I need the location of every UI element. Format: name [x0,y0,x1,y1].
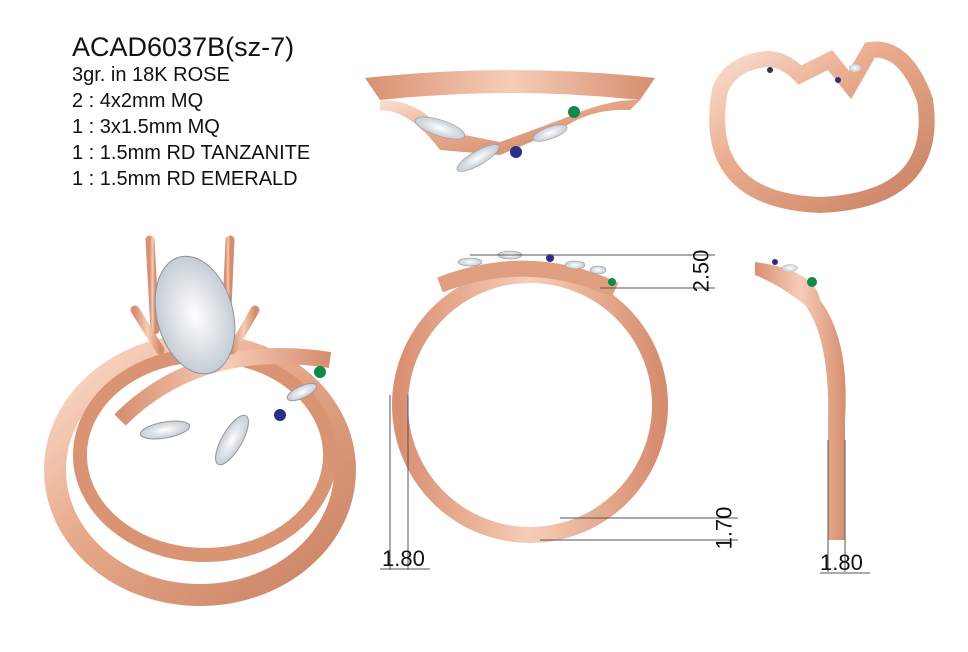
marquise-diamond [414,116,466,140]
marquise-diamond [532,124,568,142]
stone-spec: 1 : 1.5mm RD EMERALD [72,168,298,190]
stone-spec: 1 : 1.5mm RD TANZANITE [72,142,311,164]
stone-spec: 1 : 3x1.5mm MQ [72,116,220,138]
dimension-bottom-height: 1.70 [711,506,737,550]
spec-block: ACAD6037B(sz-7) 3gr. in 18K ROSE 2 : 4x2… [72,34,310,195]
dimension-front-width: 1.80 [382,546,425,571]
product-code: ACAD6037B(sz-7) [72,32,295,62]
band-top-view [365,70,655,172]
ring-front-view [392,250,668,543]
band-perspective-view [709,41,935,214]
dimension-lines [380,254,870,574]
ring-side-view [755,259,846,540]
stone-spec: 2 : 4x2mm MQ [72,90,204,112]
emerald-stone [568,106,580,118]
tanzanite-stone [510,146,522,158]
dimension-side-width: 1.80 [820,550,863,575]
metal-spec: 3gr. in 18K ROSE [72,64,230,86]
dimension-top-height: 2.50 [688,249,714,293]
center-marquise-diamond [154,255,236,375]
ring-set-perspective [44,235,356,606]
marquise-diamond [456,144,500,172]
